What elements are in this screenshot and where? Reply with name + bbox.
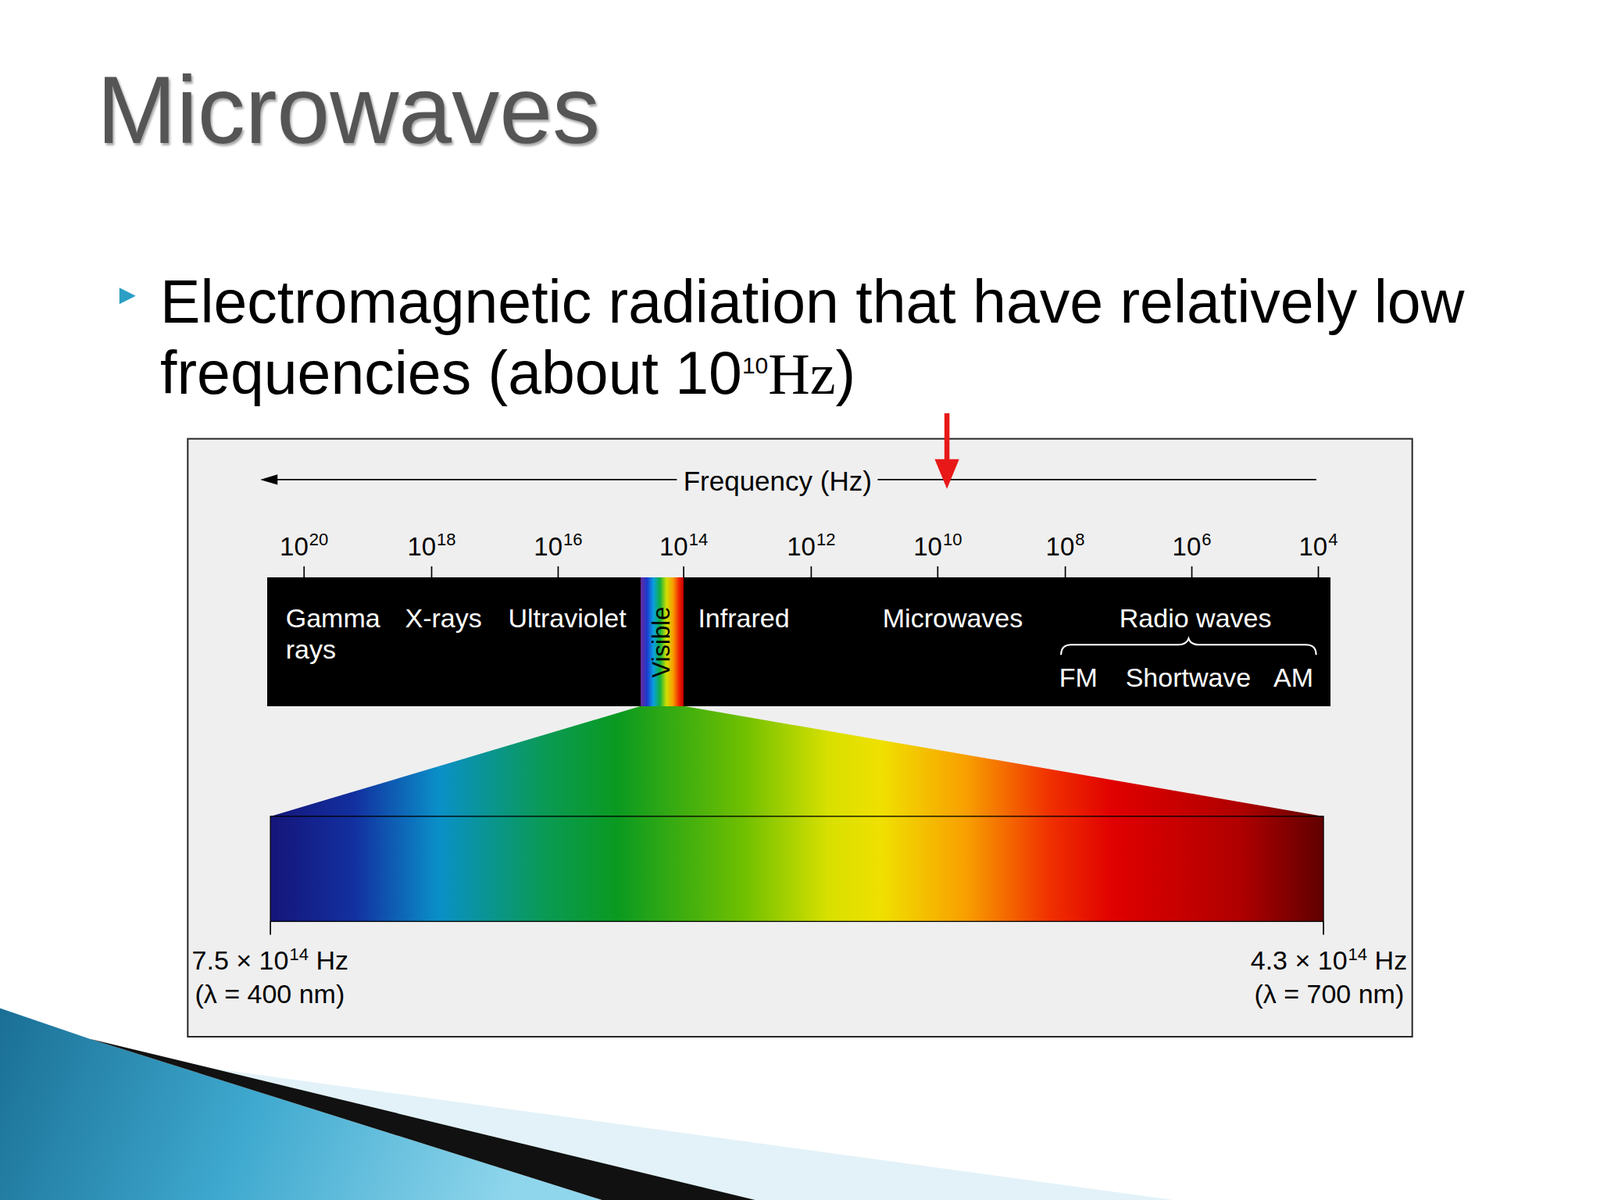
exponent: 4 — [1328, 529, 1338, 550]
exponent: 10 — [942, 529, 962, 550]
visible-strip: Visible — [640, 577, 684, 707]
tick-label-slot: 1020 — [279, 531, 329, 566]
bullet-text: Hz — [767, 342, 836, 407]
region-label: Radio waves — [1119, 603, 1272, 633]
tick-label: 10 — [279, 532, 309, 561]
red-arrow-shaft — [944, 413, 950, 465]
tick-label-slot: 108 — [1046, 531, 1086, 566]
bullet-text-slot: Electromagnetic radiation that have rela… — [160, 266, 1528, 422]
brace-path — [1060, 639, 1317, 656]
bullet-text: ) — [835, 339, 857, 407]
exponent: 14 — [1348, 944, 1368, 965]
exponent: 8 — [1075, 529, 1085, 550]
exponent: 6 — [1201, 529, 1211, 550]
region-label: Ultraviolet — [507, 603, 626, 633]
region-label-slot: Gamma rays — [285, 602, 386, 665]
tick-label: 10 — [1172, 532, 1202, 561]
axis-ticks — [303, 566, 1318, 578]
axis-arrowhead — [260, 474, 278, 485]
exponent: 18 — [436, 529, 456, 550]
frequency-limit: 7.5 × 10 — [192, 945, 290, 975]
region-label: AM — [1273, 662, 1314, 693]
frequency-limit: 4.3 × 10 — [1250, 945, 1348, 975]
tick-label: 10 — [1046, 532, 1075, 561]
wavelength-limit-slot: (λ = 400 nm) — [194, 978, 345, 1010]
swoosh-black — [89, 1039, 756, 1200]
visible-spectrum — [270, 816, 1324, 922]
tick-label-slot: 1014 — [659, 531, 708, 566]
tick-label-slot: 1016 — [533, 531, 583, 566]
spectrum-fan — [270, 706, 1324, 817]
tick-label-slot: 104 — [1299, 531, 1339, 566]
tick-label: 10 — [786, 532, 816, 561]
exponent: 10 — [742, 352, 768, 379]
region-label: FM — [1059, 662, 1098, 693]
region-label: Infrared — [697, 603, 790, 633]
figure-frame — [187, 439, 1412, 1037]
tick-label: 10 — [913, 532, 943, 561]
region-label-slot: Ultraviolet — [507, 602, 626, 634]
exponent: 12 — [816, 529, 836, 550]
axis-title-slot: Frequency (Hz) — [677, 464, 879, 498]
frequency-limit: Hz — [315, 945, 349, 975]
exponent: 20 — [309, 529, 329, 550]
frequency-limit-slot: 7.5 × 1014 Hz — [192, 944, 349, 980]
region-label-slot: AM — [1273, 661, 1314, 693]
slide-title: Microwaves — [96, 57, 600, 164]
region-label-slot: X-rays — [405, 602, 483, 634]
tick-label: 10 — [407, 532, 436, 561]
tick-label-slot: 1010 — [913, 531, 962, 566]
wavelength-limit-slot: (λ = 700 nm) — [1253, 978, 1404, 1010]
bullet-marker — [119, 287, 136, 304]
region-label: Gamma rays — [285, 603, 381, 665]
slide-title-slot: Microwaves — [96, 55, 600, 165]
red-arrow-head — [934, 459, 959, 490]
axis-title: Frequency (Hz) — [683, 465, 872, 497]
region-label-slot: Microwaves — [882, 602, 1023, 634]
tick-label-slot: 106 — [1172, 531, 1212, 566]
visible-label: Visible — [649, 606, 676, 678]
exponent: 16 — [563, 529, 583, 550]
region-label-slot: Radio waves — [1119, 602, 1272, 634]
frequency-limit: Hz — [1375, 945, 1408, 975]
spectrum-band: Visible Gamma rays X-rays Ultraviolet Infrar… — [267, 577, 1331, 707]
tick-label: 10 — [659, 532, 689, 561]
exponent: 14 — [289, 944, 308, 965]
wavelength-limit: (λ = 700 nm) — [1253, 978, 1404, 1009]
tick-label: 10 — [1299, 532, 1329, 561]
region-label-slot: Infrared — [697, 602, 790, 634]
frequency-limit-slot: 4.3 × 1014 Hz — [1250, 944, 1408, 980]
spectrum-ticks — [270, 921, 1324, 935]
tick-label-slot: 1018 — [407, 531, 456, 566]
region-label-slot: FM — [1059, 661, 1098, 693]
exponent: 14 — [689, 529, 708, 550]
tick-label: 10 — [533, 532, 563, 561]
tick-label-slot: 1012 — [786, 531, 836, 566]
region-label: Shortwave — [1125, 662, 1252, 693]
wavelength-limit: (λ = 400 nm) — [194, 978, 345, 1009]
region-label: X-rays — [405, 603, 483, 633]
region-label-slot: Shortwave — [1125, 661, 1252, 693]
region-label: Microwaves — [882, 603, 1023, 633]
